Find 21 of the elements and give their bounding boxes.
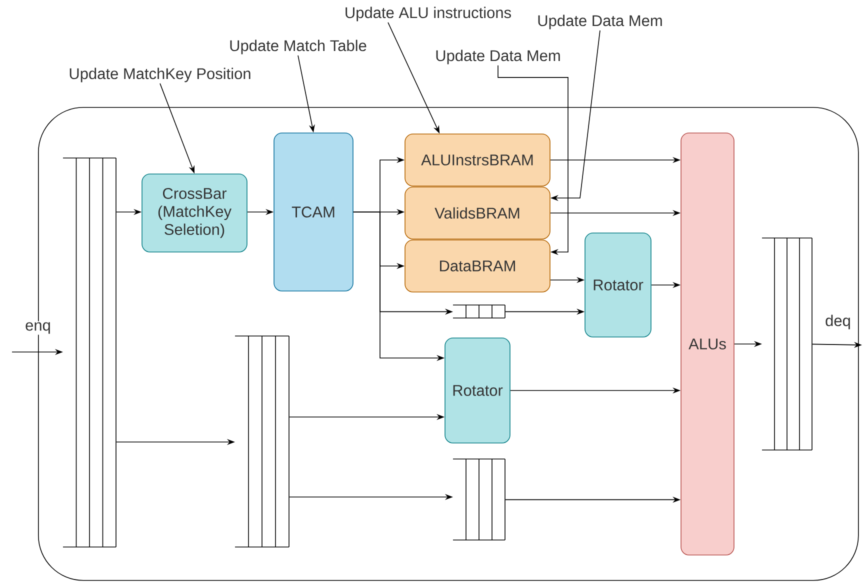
rotator-box: Rotator (444, 338, 510, 444)
annotation-text: Update Data Mem (538, 14, 662, 30)
rotator-box: Rotator (584, 232, 652, 338)
tcam-box: TCAM (274, 132, 354, 292)
bram-box: DataBRAM (404, 240, 550, 292)
annotation-text: Update MatchKey Position (70, 68, 250, 82)
alu-column: ALUs (680, 132, 734, 556)
bram-box: ValidsBRAM (404, 186, 550, 240)
queue-drawing (452, 304, 506, 318)
bram-box: ALUInstrsBRAM (404, 134, 550, 186)
queue-drawing (234, 336, 290, 548)
queue-drawing (452, 458, 506, 540)
arrow (498, 65, 568, 256)
annotation-text: Update ALU instructions (346, 6, 511, 22)
queue-drawing (762, 238, 812, 450)
annotation-text: Update Data Mem (436, 50, 560, 64)
edge-label: enq (24, 321, 52, 335)
edge-label: deq (824, 314, 852, 330)
queue-drawing (62, 158, 116, 548)
crossbar-box: CrossBar (MatchKey Seletion) (142, 174, 248, 252)
annotation-text: Update Match Table (230, 40, 366, 54)
